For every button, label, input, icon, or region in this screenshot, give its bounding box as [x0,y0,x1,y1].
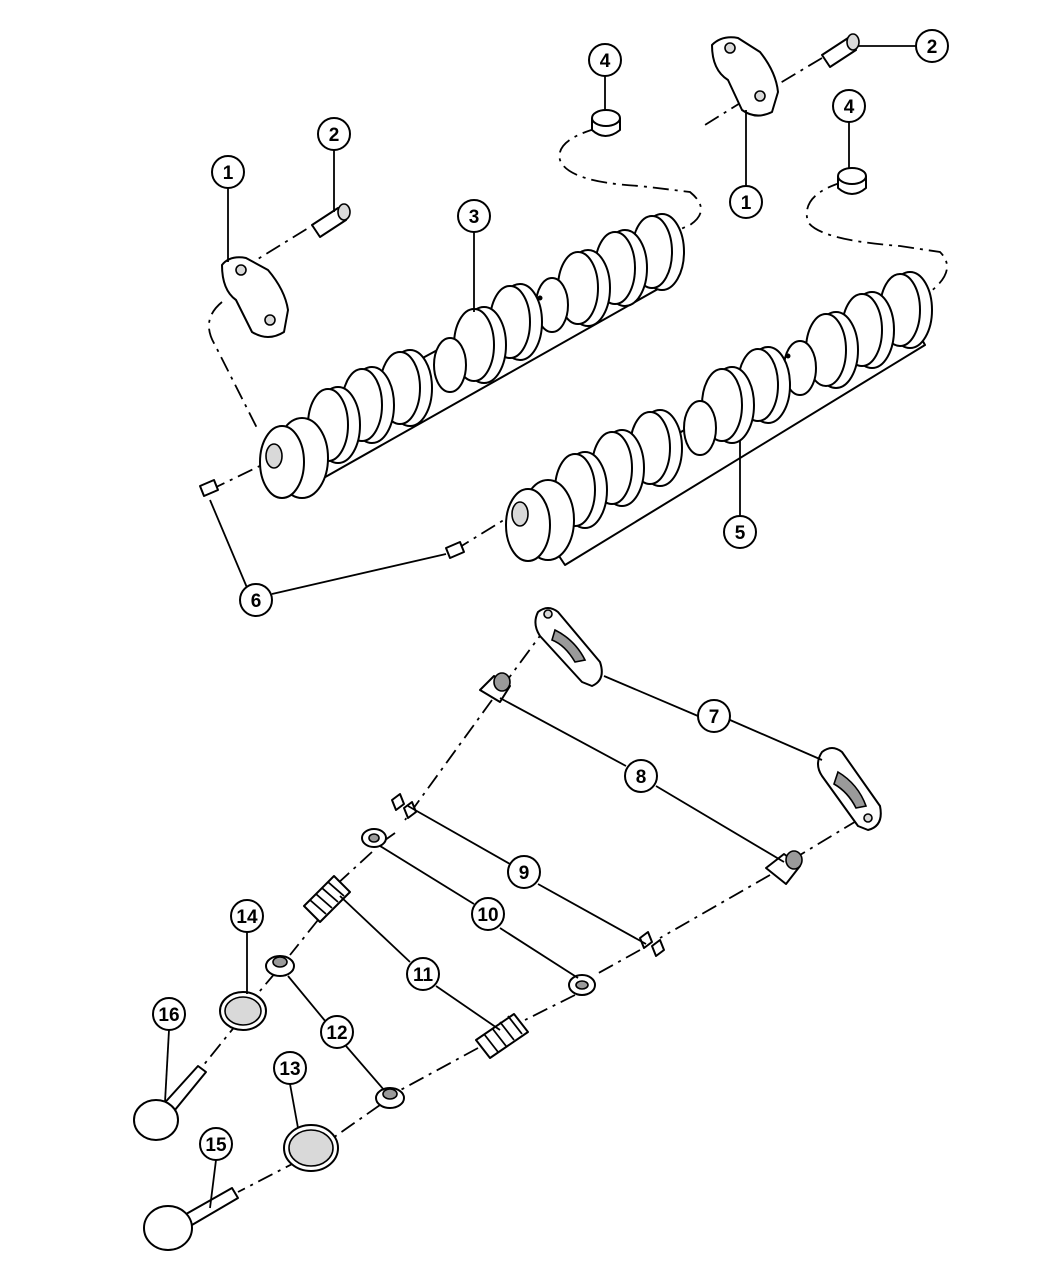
svg-text:1: 1 [741,193,752,214]
svg-text:9: 9 [519,863,530,884]
spring-retainer-lower [568,974,596,996]
svg-text:7: 7 [709,707,720,728]
lash-adjuster-lower [765,850,803,885]
cam-cap-right [711,36,779,117]
svg-text:6: 6 [251,591,262,612]
callout-6: 6 [239,583,273,617]
callout-8: 8 [624,759,658,793]
cam-cap-left [221,256,289,338]
svg-text:4: 4 [844,97,855,118]
valve-spring-upper [303,875,351,923]
callout-2-left: 2 [317,117,351,151]
valve-spring-lower [475,1013,529,1059]
callout-4-right: 4 [832,89,866,123]
svg-text:15: 15 [205,1135,227,1156]
callout-10: 10 [471,897,505,931]
callout-leaders [164,45,916,1209]
svg-text:8: 8 [636,767,647,788]
svg-text:4: 4 [600,51,611,72]
lash-adjuster-upper [479,672,511,703]
valve-keeper-upper [391,793,417,819]
callout-2-right: 2 [915,29,949,63]
valve-stem-seal-upper [265,955,295,977]
svg-text:3: 3 [469,207,480,228]
valve-16 [133,1065,207,1141]
callout-4-top: 4 [588,43,622,77]
svg-text:13: 13 [279,1059,300,1080]
valve-15 [143,1187,239,1251]
rocker-arm-upper [534,607,603,687]
svg-text:2: 2 [927,37,938,58]
dowel-upper [199,479,219,497]
svg-text:16: 16 [158,1005,179,1026]
callout-15: 15 [199,1127,233,1161]
svg-text:5: 5 [735,523,746,544]
camshaft-3 [259,213,685,499]
callout-11: 11 [406,957,440,991]
valve-stem-seal-lower [375,1087,405,1109]
callout-12: 12 [320,1015,354,1049]
svg-text:12: 12 [326,1023,347,1044]
rocker-arm-lower [817,747,882,831]
plug-right [837,167,867,195]
valve-keeper-lower [639,931,665,957]
cam-cap-bolt-right [821,33,860,68]
svg-text:11: 11 [413,965,434,986]
valve-seat-13 [283,1124,339,1172]
svg-text:14: 14 [236,907,258,928]
assembly-lines [197,57,948,1193]
plug-top [591,109,621,137]
cam-cap-bolt-left [311,203,351,238]
camshaft-5 [505,271,933,566]
callout-16: 16 [152,997,186,1031]
dowel-lower [445,541,465,559]
svg-text:2: 2 [329,125,340,146]
valve-seat-14 [219,991,267,1031]
spring-retainer-upper [361,828,387,848]
callout-5: 5 [723,515,757,549]
callout-3: 3 [457,199,491,233]
callout-13: 13 [273,1051,307,1085]
svg-text:1: 1 [223,163,234,184]
callout-9: 9 [507,855,541,889]
callout-7: 7 [697,699,731,733]
callout-14: 14 [230,899,264,933]
callout-1-right: 1 [729,185,763,219]
callout-1-left: 1 [211,155,245,189]
svg-text:10: 10 [477,905,498,926]
